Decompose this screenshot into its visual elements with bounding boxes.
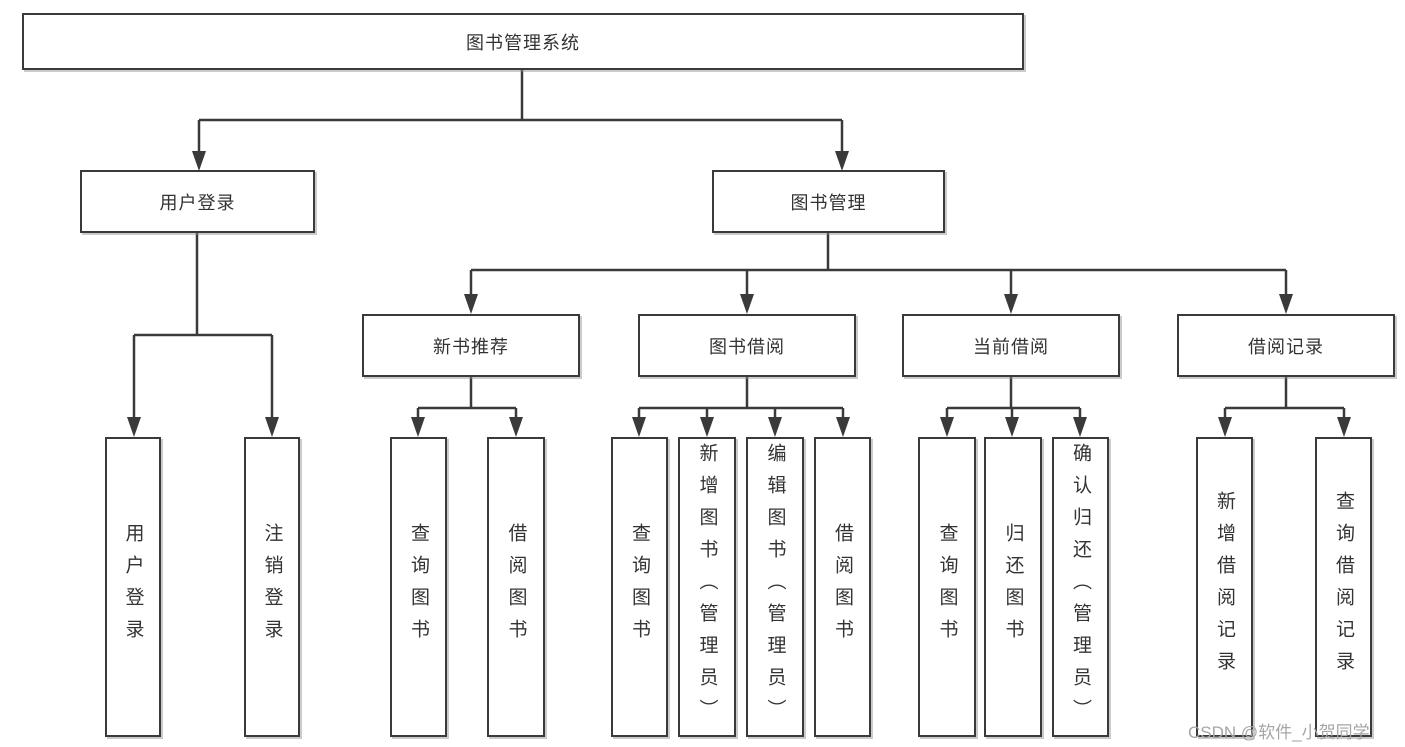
branch-borrow-record xyxy=(1218,377,1351,437)
leaf-borrow-books-recommend-label: 借阅图书 xyxy=(505,523,527,651)
leaf-add-books-admin: 新增图书（管理员） xyxy=(678,437,736,737)
node-root-system: 图书管理系统 xyxy=(22,13,1024,70)
node-user-login: 用户登录 xyxy=(80,170,315,233)
leaf-query-books-recommend: 查询图书 xyxy=(390,437,447,737)
leaf-edit-books-admin-label: 编辑图书（管理员） xyxy=(764,443,786,731)
branch-new-book xyxy=(411,377,523,437)
node-new-book-recommend-label: 新书推荐 xyxy=(433,336,509,357)
leaf-edit-books-admin: 编辑图书（管理员） xyxy=(746,437,804,737)
node-book-management: 图书管理 xyxy=(712,170,945,233)
leaf-query-books-borrow: 查询图书 xyxy=(611,437,668,737)
leaf-query-borrow-record: 查询借阅记录 xyxy=(1315,437,1372,737)
leaf-query-books-borrow-label: 查询图书 xyxy=(629,523,650,651)
node-book-borrow: 图书借阅 xyxy=(638,314,856,377)
branch-current-borrow xyxy=(940,377,1087,437)
leaf-add-borrow-record-label: 新增借阅记录 xyxy=(1214,491,1235,683)
leaf-confirm-return-admin: 确认归还（管理员） xyxy=(1052,437,1109,737)
leaf-user-login-label: 用户登录 xyxy=(122,523,144,651)
leaf-query-borrow-record-label: 查询借阅记录 xyxy=(1333,491,1354,683)
leaf-user-login: 用户登录 xyxy=(105,437,161,737)
node-root-system-label: 图书管理系统 xyxy=(466,32,580,53)
leaf-query-books-current: 查询图书 xyxy=(918,437,976,737)
node-book-borrow-label: 图书借阅 xyxy=(709,336,785,357)
node-user-login-label: 用户登录 xyxy=(159,192,236,213)
leaf-return-books-label: 归还图书 xyxy=(1002,523,1024,651)
node-new-book-recommend: 新书推荐 xyxy=(362,314,580,377)
branch-book-management xyxy=(464,233,1293,314)
node-borrow-record-label: 借阅记录 xyxy=(1248,336,1324,357)
leaf-add-borrow-record: 新增借阅记录 xyxy=(1196,437,1253,737)
leaf-borrow-books: 借阅图书 xyxy=(814,437,871,737)
branch-user-login xyxy=(127,233,279,437)
node-current-borrow-label: 当前借阅 xyxy=(973,336,1049,357)
node-current-borrow: 当前借阅 xyxy=(902,314,1120,377)
watermark: CSDN @软件_小贺同学 xyxy=(1188,723,1370,742)
node-book-management-label: 图书管理 xyxy=(790,192,867,213)
branch-book-borrow xyxy=(632,377,850,437)
leaf-return-books: 归还图书 xyxy=(984,437,1042,737)
leaf-add-books-admin-label: 新增图书（管理员） xyxy=(696,443,718,731)
leaf-logout-label: 注销登录 xyxy=(261,523,283,651)
leaf-borrow-books-recommend: 借阅图书 xyxy=(487,437,545,737)
node-borrow-record: 借阅记录 xyxy=(1177,314,1395,377)
leaf-borrow-books-label: 借阅图书 xyxy=(832,523,853,651)
leaf-query-books-current-label: 查询图书 xyxy=(936,523,958,651)
leaf-confirm-return-admin-label: 确认归还（管理员） xyxy=(1070,443,1091,731)
leaf-query-books-recommend-label: 查询图书 xyxy=(408,523,429,651)
leaf-logout: 注销登录 xyxy=(244,437,300,737)
branch-root xyxy=(192,70,849,171)
